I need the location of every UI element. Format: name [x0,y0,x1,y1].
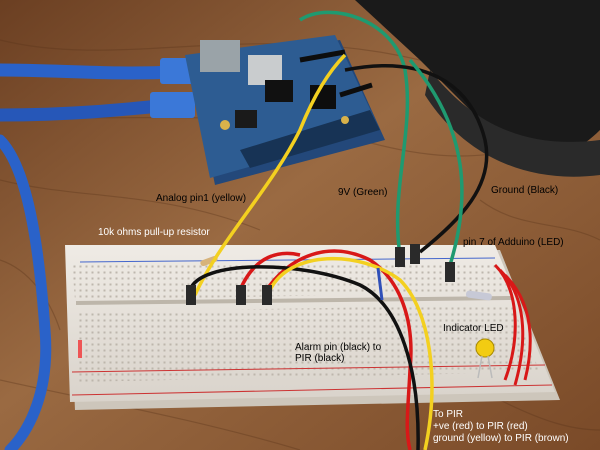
yellow-pir-wire [268,256,434,450]
label-indicator-led: Indicator LED [443,323,504,334]
label-pin7: pin 7 of Adduino (LED) [463,237,564,248]
green-pin7-wire [408,58,464,266]
green-9v-wire [299,10,410,256]
monitor-stand [355,0,600,158]
black-alarm-wire [188,265,420,450]
red-wire-2 [263,249,413,450]
label-analog-pin: Analog pin1 (yellow) [156,193,247,204]
led-resistor [465,290,492,301]
label-alarm-line-1: Alarm pin (black) to [295,342,382,353]
red-wire-1 [238,251,301,291]
black-ground-wire [344,64,489,254]
usb-cable-bottom [0,134,52,450]
usb-plug [150,92,195,118]
monitor-base-shadow [425,70,600,177]
usb-cable-top [0,63,182,80]
label-ground: Ground (Black) [491,185,559,196]
indicator-led [475,338,495,358]
red-led-wires [493,263,532,386]
label-pir-line-3: ground (yellow) to PIR (brown) [433,433,569,444]
label-alarm-line-2: PIR (black) [295,353,345,364]
yellow-analog-wire [193,53,347,296]
blue-jumper [376,267,384,301]
label-9v: 9V (Green) [338,187,388,198]
label-pir-line-2: +ve (red) to PIR (red) [433,421,528,432]
label-pullup-resistor: 10k ohms pull-up resistor [98,227,210,238]
label-pir-line-1: To PIR [433,409,464,420]
wire-connectors [186,244,455,305]
